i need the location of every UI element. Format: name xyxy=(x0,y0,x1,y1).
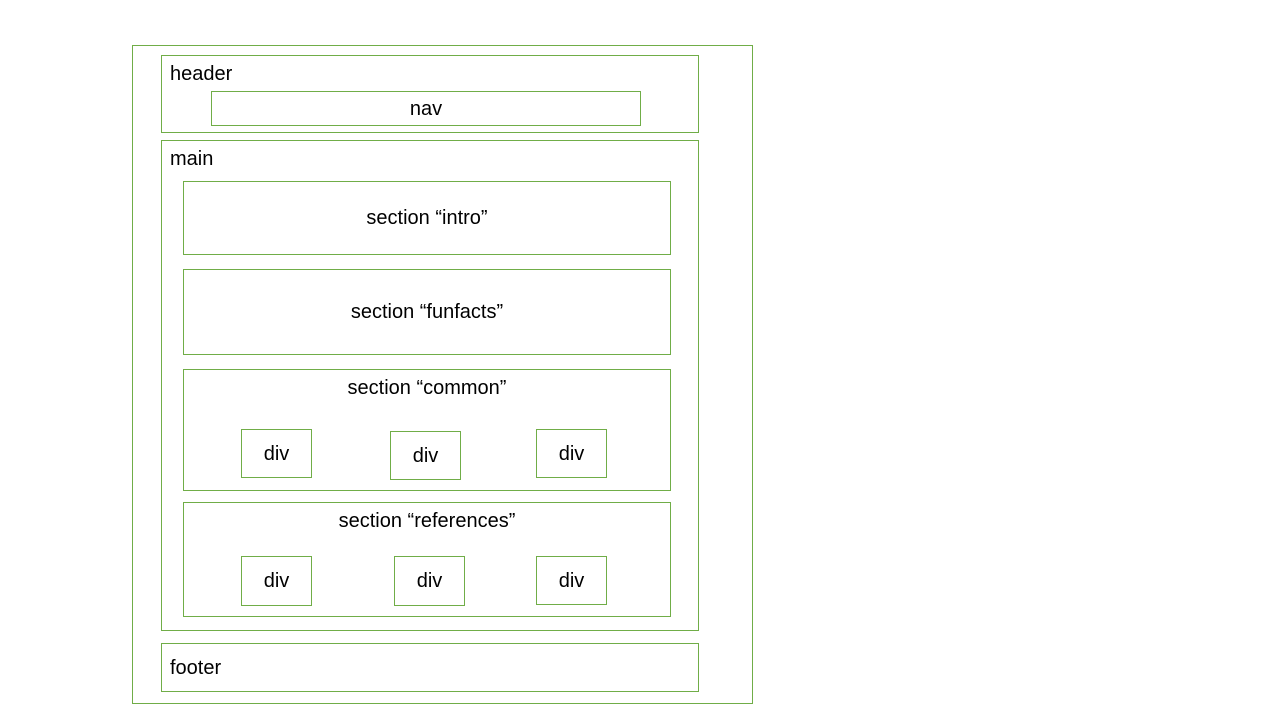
nav-box: nav xyxy=(211,91,641,126)
references-div-label: div xyxy=(558,569,585,592)
references-div-box: div xyxy=(394,556,465,606)
header-label: header xyxy=(170,63,233,85)
references-div-label: div xyxy=(416,570,443,592)
common-div-box: div xyxy=(390,431,461,480)
common-div-label: div xyxy=(263,442,290,465)
main-label: main xyxy=(170,148,214,170)
references-div-label: div xyxy=(263,570,290,592)
references-div-box: div xyxy=(536,556,607,605)
footer-box: footer xyxy=(161,643,699,692)
section-funfacts-label: section “funfacts” xyxy=(350,301,504,323)
section-intro-box: section “intro” xyxy=(183,181,671,255)
section-common-label: section “common” xyxy=(347,377,507,399)
section-intro-label: section “intro” xyxy=(366,207,488,229)
common-div-label: div xyxy=(558,442,585,465)
references-div-box: div xyxy=(241,556,312,606)
common-div-box: div xyxy=(241,429,312,478)
section-funfacts-box: section “funfacts” xyxy=(183,269,671,355)
footer-label: footer xyxy=(170,657,222,679)
common-div-label: div xyxy=(412,444,439,467)
section-references-label: section “references” xyxy=(338,510,516,532)
common-div-box: div xyxy=(536,429,607,478)
nav-label: nav xyxy=(409,97,443,120)
